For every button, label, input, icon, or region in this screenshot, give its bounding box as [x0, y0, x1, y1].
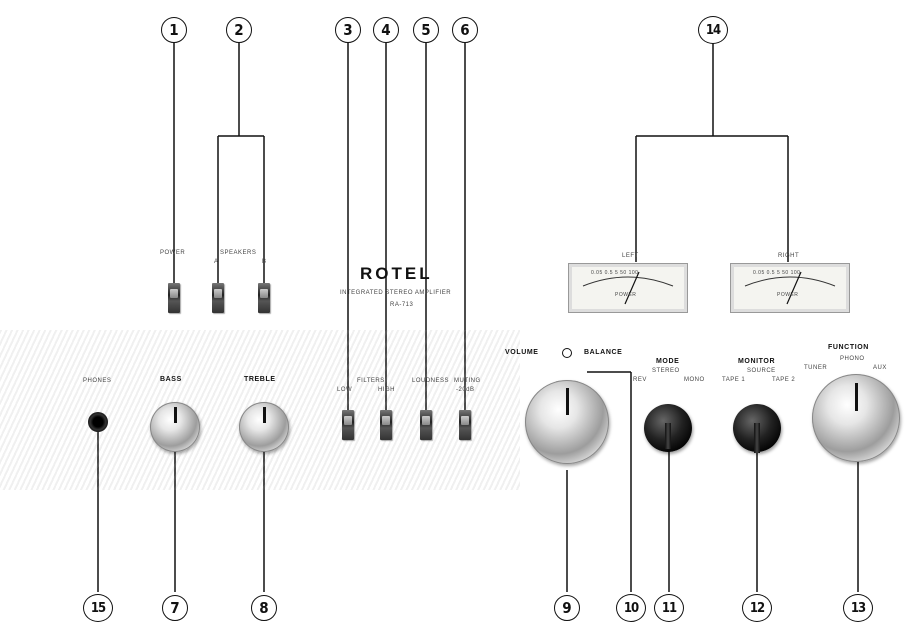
mode-rev-label: REV	[633, 377, 647, 383]
callout-2: 2	[226, 17, 252, 43]
brand-model: RA-713	[390, 302, 414, 308]
meter-right-scale-arc	[744, 271, 836, 305]
filter-low-switch[interactable]	[342, 410, 354, 440]
meter-right: 0.05 0.5 5 50 100 POWER	[730, 263, 850, 313]
filter-high-switch[interactable]	[380, 410, 392, 440]
function-knob[interactable]	[812, 374, 900, 462]
muting-switch[interactable]	[459, 410, 471, 440]
brand-name: ROTEL	[360, 264, 433, 283]
monitor-tape2-label: TAPE 2	[772, 377, 796, 383]
callout-1: 1	[161, 17, 187, 43]
filter-low-label: LOW	[337, 387, 353, 393]
loudness-label: LOUDNESS	[412, 378, 450, 384]
callout-3: 3	[335, 17, 361, 43]
meter-left-label: LEFT	[622, 253, 639, 259]
volume-balance-knob[interactable]	[525, 380, 609, 464]
loudness-switch[interactable]	[420, 410, 432, 440]
bass-knob[interactable]	[150, 402, 200, 452]
mode-label: MODE	[656, 358, 680, 365]
speakers-label: SPEAKERS	[220, 250, 257, 256]
callout-8: 8	[251, 595, 277, 621]
monitor-source-label: SOURCE	[747, 368, 776, 374]
speaker-a-label: A	[214, 259, 219, 265]
callout-15: 15	[83, 594, 113, 622]
function-aux-label: AUX	[873, 365, 887, 371]
callout-6: 6	[452, 17, 478, 43]
meter-left: 0.05 0.5 5 50 100 POWER	[568, 263, 688, 313]
volume-balance-dot-icon	[562, 348, 572, 358]
muting-label: MUTING	[454, 378, 481, 384]
callout-14: 14	[698, 16, 728, 44]
meter-left-word: POWER	[615, 292, 637, 298]
treble-knob[interactable]	[239, 402, 289, 452]
muting-value-label: -20dB	[456, 387, 475, 393]
mode-knob[interactable]	[644, 404, 692, 452]
monitor-label: MONITOR	[738, 358, 776, 365]
speaker-b-label: B	[262, 259, 267, 265]
callout-12: 12	[742, 594, 772, 622]
callout-5: 5	[413, 17, 439, 43]
meter-right-label: RIGHT	[778, 253, 800, 259]
phones-label: PHONES	[83, 378, 112, 384]
meter-right-scale: 0.05 0.5 5 50 100	[753, 270, 801, 276]
meter-left-scale: 0.05 0.5 5 50 100	[591, 270, 639, 276]
power-switch[interactable]	[168, 283, 180, 313]
callout-9: 9	[554, 595, 580, 621]
filter-high-label: HIGH	[378, 387, 395, 393]
brand-line1: INTEGRATED STEREO AMPLIFIER	[340, 290, 452, 296]
speaker-b-switch[interactable]	[258, 283, 270, 313]
callout-13: 13	[843, 594, 873, 622]
callout-7: 7	[162, 595, 188, 621]
function-phono-label: PHONO	[840, 356, 865, 362]
balance-label: BALANCE	[584, 349, 623, 356]
volume-label: VOLUME	[505, 349, 539, 356]
function-label: FUNCTION	[828, 344, 869, 351]
speaker-a-switch[interactable]	[212, 283, 224, 313]
filters-label: FILTERS	[357, 378, 385, 384]
bass-label: BASS	[160, 376, 182, 383]
callout-4: 4	[373, 17, 399, 43]
monitor-knob[interactable]	[733, 404, 781, 454]
phones-jack[interactable]	[88, 412, 108, 432]
treble-label: TREBLE	[244, 376, 276, 383]
meter-left-scale-arc	[582, 271, 674, 305]
mode-mono-label: MONO	[684, 377, 705, 383]
power-label: POWER	[160, 250, 186, 256]
callout-11: 11	[654, 594, 684, 622]
mode-stereo-label: STEREO	[652, 368, 680, 374]
monitor-tape1-label: TAPE 1	[722, 377, 746, 383]
function-tuner-label: TUNER	[804, 365, 828, 371]
meter-right-word: POWER	[777, 292, 799, 298]
callout-10: 10	[616, 594, 646, 622]
